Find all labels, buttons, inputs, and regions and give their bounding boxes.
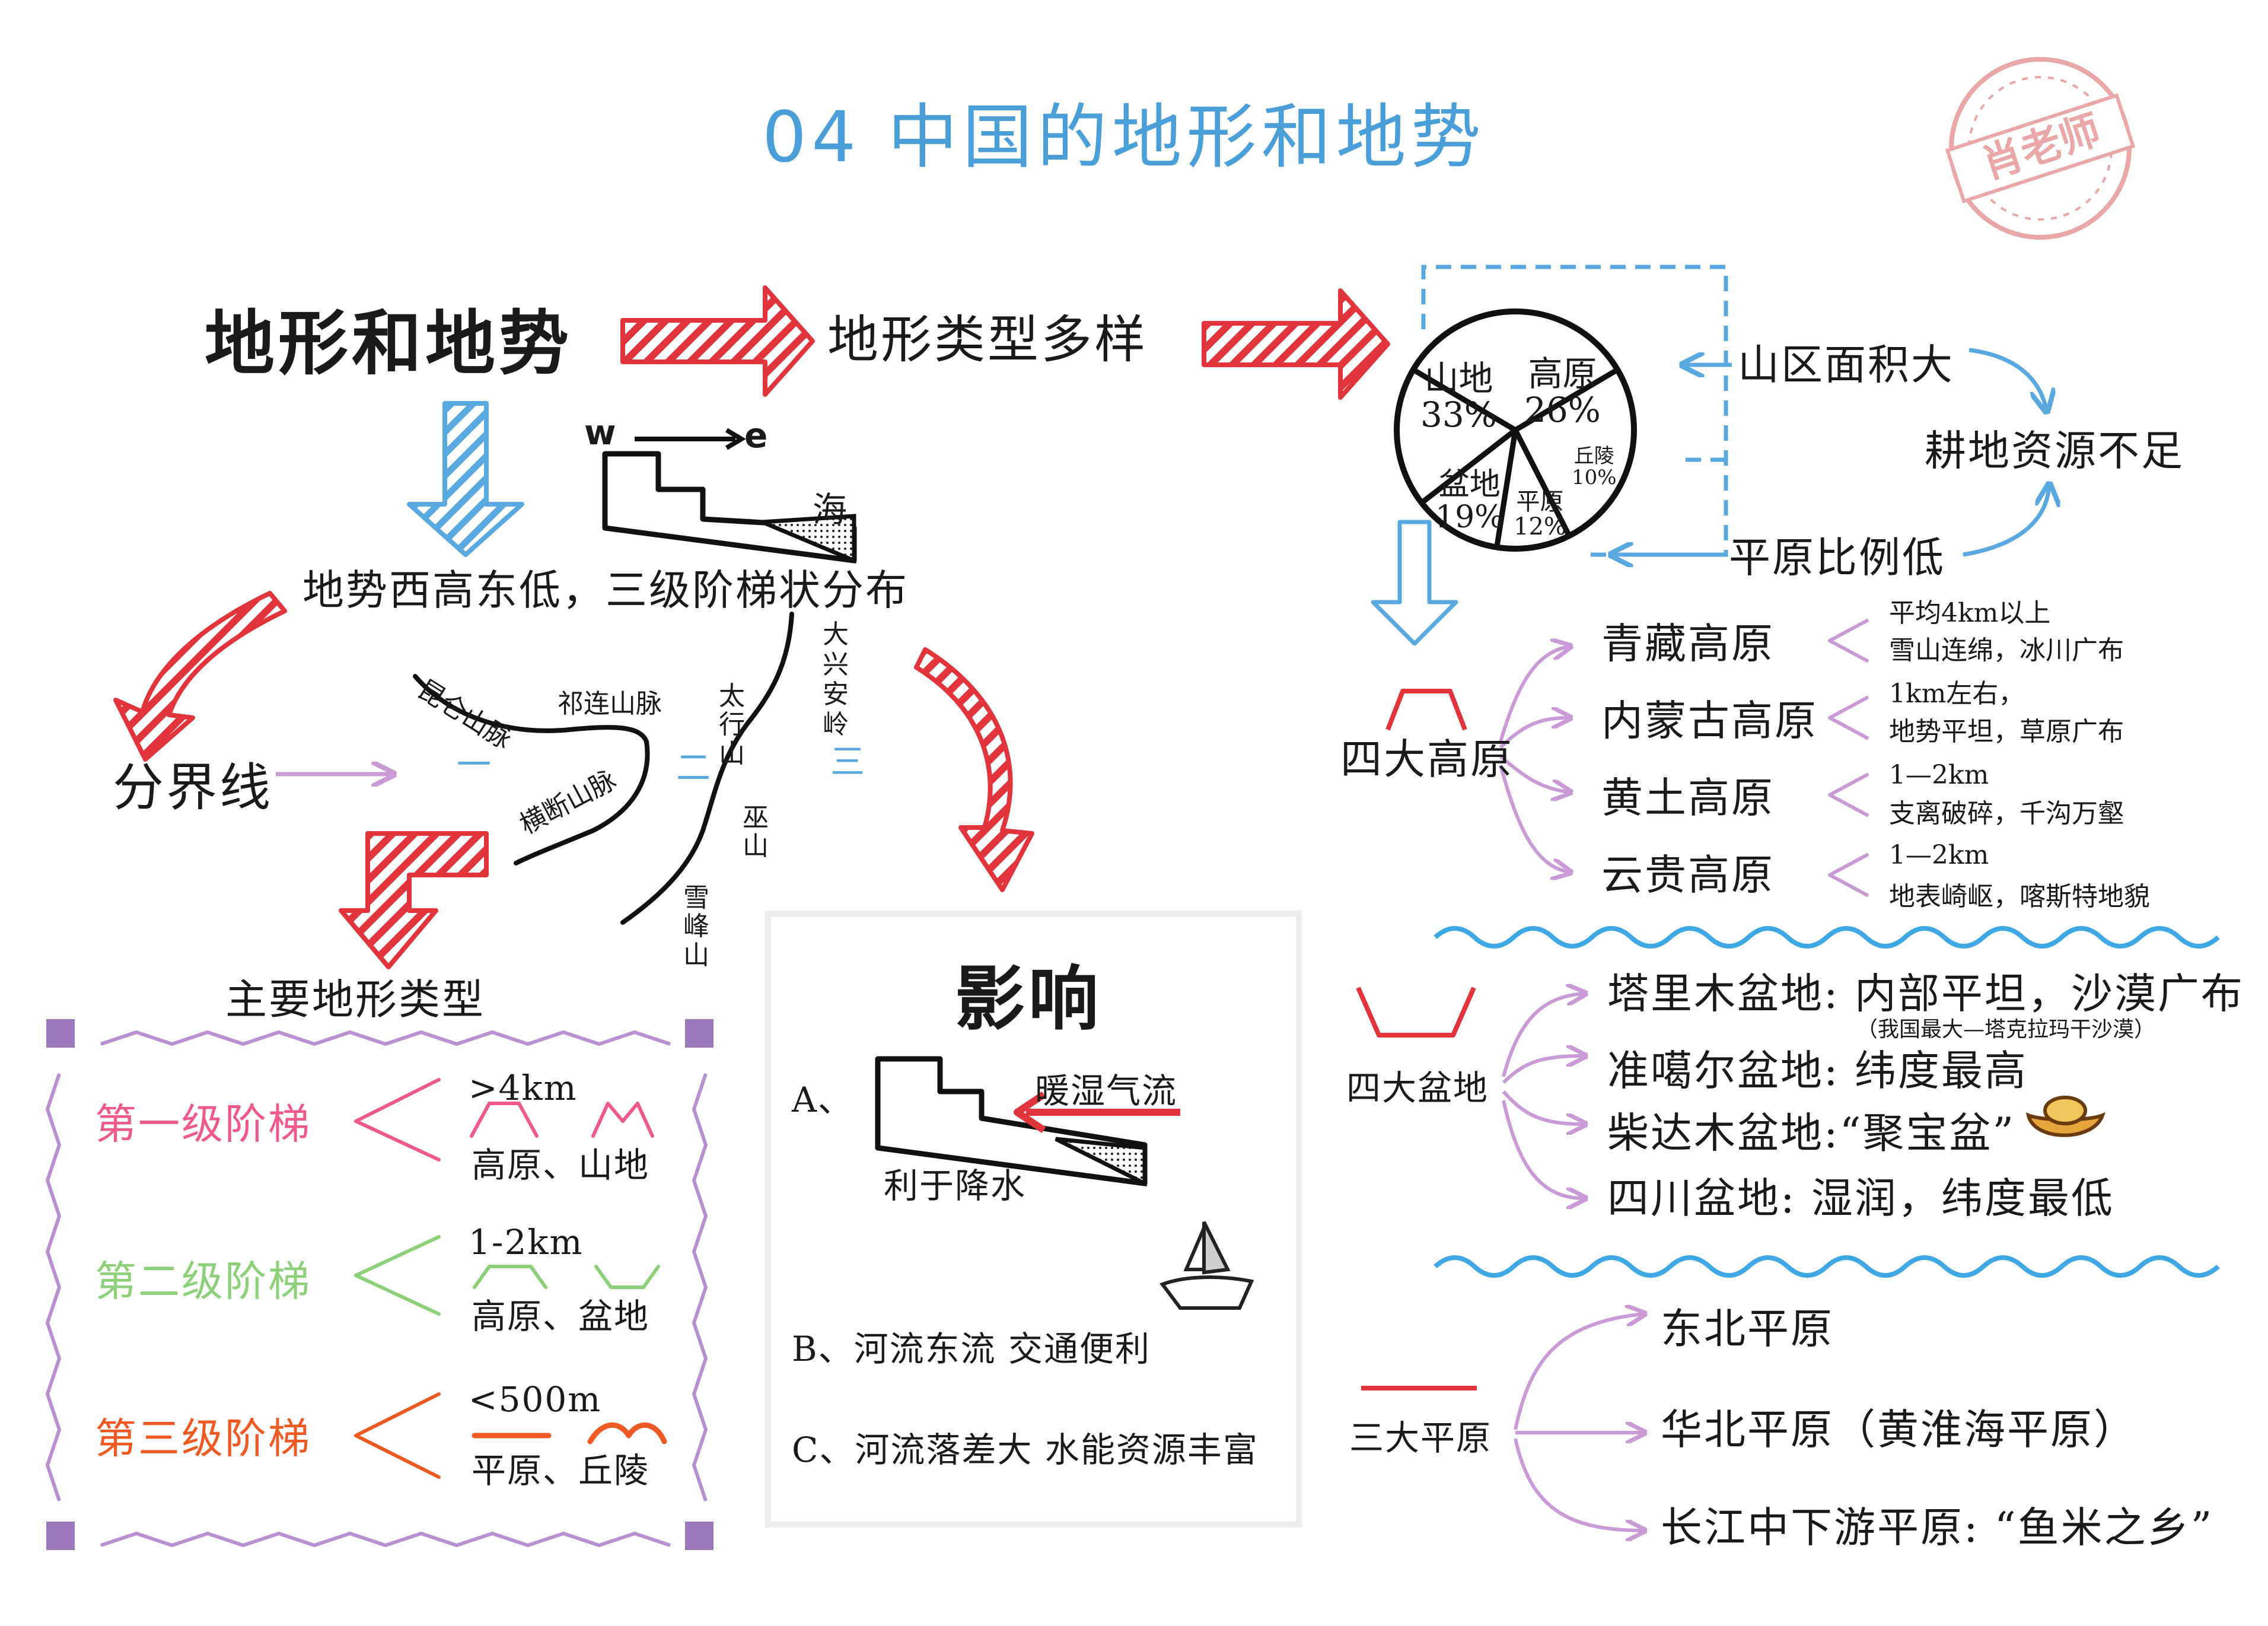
- plateau-yungui-d2: 地表崎岖，喀斯特地貌: [1889, 882, 2150, 912]
- plateau-neimenggu: 内蒙古高原: [1601, 696, 1818, 745]
- boundary-label: 分界线: [113, 758, 273, 817]
- basin-sichuan: 四川盆地: 湿润，纬度最低: [1607, 1174, 2114, 1223]
- impact-box: [765, 911, 1302, 1528]
- blue-down-arrow: [407, 401, 524, 557]
- red-arrow-2: [1202, 288, 1390, 400]
- plateau-huangtu-d2: 支离破碎，千沟万壑: [1889, 798, 2124, 829]
- diagram-label-w: w: [584, 412, 617, 453]
- plateau-icon: [1385, 689, 1467, 731]
- diagram-label-e: e: [744, 415, 769, 456]
- red-arrow-1: [620, 285, 815, 397]
- mountain-xuefeng: 雪峰山: [683, 883, 709, 970]
- page-title: 04 中国的地形和地势: [762, 96, 1486, 178]
- blue-curve-from-plain: [1963, 486, 2049, 557]
- main-types-frame: [45, 1019, 713, 1550]
- impact-a-air: 暖湿气流: [1035, 1071, 1178, 1111]
- mountain-lines: [413, 612, 794, 925]
- main-topic: 地形和地势: [205, 302, 573, 384]
- plain-north-china: 华北平原（黄淮海平原）: [1661, 1405, 2137, 1454]
- red-curve-arrow-impact: [914, 647, 1034, 892]
- plateau-yungui-d1: 1—2km: [1889, 840, 1989, 870]
- blue-down-arrow-plateaus: [1371, 520, 1458, 646]
- note-farmland: 耕地资源不足: [1925, 427, 2184, 475]
- mountain-qilian: 祁连山脉: [558, 689, 662, 719]
- step-two: 二: [676, 747, 712, 788]
- plain-branches: [1514, 1314, 1643, 1530]
- plateaus-title: 四大高原: [1340, 735, 1514, 784]
- wave-divider-2: [1434, 1255, 2220, 1278]
- stamp-seal: [1945, 57, 2136, 240]
- plain-yangtze: 长江中下游平原: “鱼米之乡”: [1661, 1503, 2214, 1552]
- plateau-neimenggu-d1: 1km左右，: [1889, 679, 2025, 709]
- level-brackets: [354, 1078, 667, 1479]
- pie-slice-高原: [1512, 367, 1637, 539]
- impact-a-result: 利于降水: [884, 1166, 1027, 1206]
- plateau-yungui: 云贵高原: [1601, 851, 1775, 899]
- gold-ingot-icon: [2025, 1096, 2105, 1137]
- level-3-height: <500m: [469, 1379, 602, 1420]
- plateau-qingzang-d2: 雪山连绵，冰川广布: [1889, 635, 2124, 666]
- basin-branches: [1502, 994, 1584, 1198]
- note-mountain-area: 山区面积大: [1738, 341, 1954, 389]
- basin-junggar: 准噶尔盆地: 纬度最高: [1607, 1046, 2028, 1095]
- step-three: 三: [830, 742, 867, 782]
- impact-title: 影响: [955, 957, 1103, 1040]
- wave-divider-1: [1434, 926, 2220, 949]
- blue-curve-to-farmland: [1968, 348, 2046, 409]
- basin-tarim: 塔里木盆地: 内部平坦，沙漠广布: [1607, 969, 2244, 1018]
- plateau-huangtu-d1: 1—2km: [1889, 760, 1989, 790]
- plains-title: 三大平原: [1349, 1418, 1492, 1458]
- basin-icon: [1356, 987, 1476, 1038]
- types-topic: 地形类型多样: [827, 310, 1148, 370]
- pie-slice-盆地: [1394, 367, 1518, 506]
- main-types-title: 主要地形类型: [225, 975, 485, 1024]
- trend-title: 地势西高东低，三级阶梯状分布: [302, 566, 909, 615]
- level-3-terrain: 平原、丘陵: [472, 1450, 650, 1491]
- basin-qaidam: 柴达木盆地:“聚宝盆”: [1607, 1109, 2016, 1157]
- plateau-brackets: [1828, 618, 1869, 898]
- plateau-neimenggu-d2: 地势平坦，草原广布: [1889, 717, 2124, 747]
- pie-slice-山地: [1410, 308, 1620, 433]
- sailboat-icon: [1160, 1221, 1254, 1310]
- plateau-huangtu: 黄土高原: [1601, 774, 1775, 822]
- pie-slice-丘陵: [1494, 427, 1572, 552]
- impact-b: B、河流东流 交通便利: [792, 1329, 1151, 1369]
- level-2-terrain: 高原、盆地: [472, 1296, 650, 1337]
- step-profile-diagram: [602, 428, 857, 564]
- diagram-label-sea: 海: [813, 489, 849, 530]
- mountain-daxinganling: 大兴安岭: [823, 619, 849, 740]
- plateau-qingzang-d1: 平均4km以上: [1889, 598, 2051, 628]
- impact-c: C、河流落差大 水能资源丰富: [792, 1430, 1259, 1470]
- plateau-branches: [1499, 647, 1569, 872]
- level-1-terrain: 高原、山地: [472, 1145, 650, 1185]
- plain-northeast: 东北平原: [1661, 1304, 1834, 1353]
- note-plain-ratio: 平原比例低: [1729, 533, 1945, 582]
- level-2-name: 第二级阶梯: [95, 1257, 311, 1306]
- mountain-taihang: 太行山: [719, 681, 745, 769]
- level-3-name: 第三级阶梯: [95, 1414, 311, 1463]
- level-1-height: >4km: [469, 1068, 578, 1108]
- mountain-wushan: 巫山: [743, 803, 769, 862]
- step-one: 一: [457, 744, 493, 785]
- terrain-pie-chart: [1394, 308, 1637, 552]
- basin-tarim-note: （我国最大—塔克拉玛干沙漠）: [1856, 1017, 2156, 1042]
- plateau-qingzang: 青藏高原: [1601, 619, 1775, 668]
- level-1-name: 第一级阶梯: [95, 1100, 311, 1148]
- impact-step-diagram: [875, 1056, 1180, 1187]
- red-curve-arrow-boundary: [113, 591, 287, 762]
- level-2-height: 1-2km: [469, 1222, 584, 1262]
- basins-title: 四大盆地: [1346, 1068, 1489, 1108]
- red-elbow-arrow-types: [339, 831, 489, 969]
- impact-a-label: A、: [792, 1080, 853, 1120]
- pie-slice-平原: [1419, 427, 1518, 551]
